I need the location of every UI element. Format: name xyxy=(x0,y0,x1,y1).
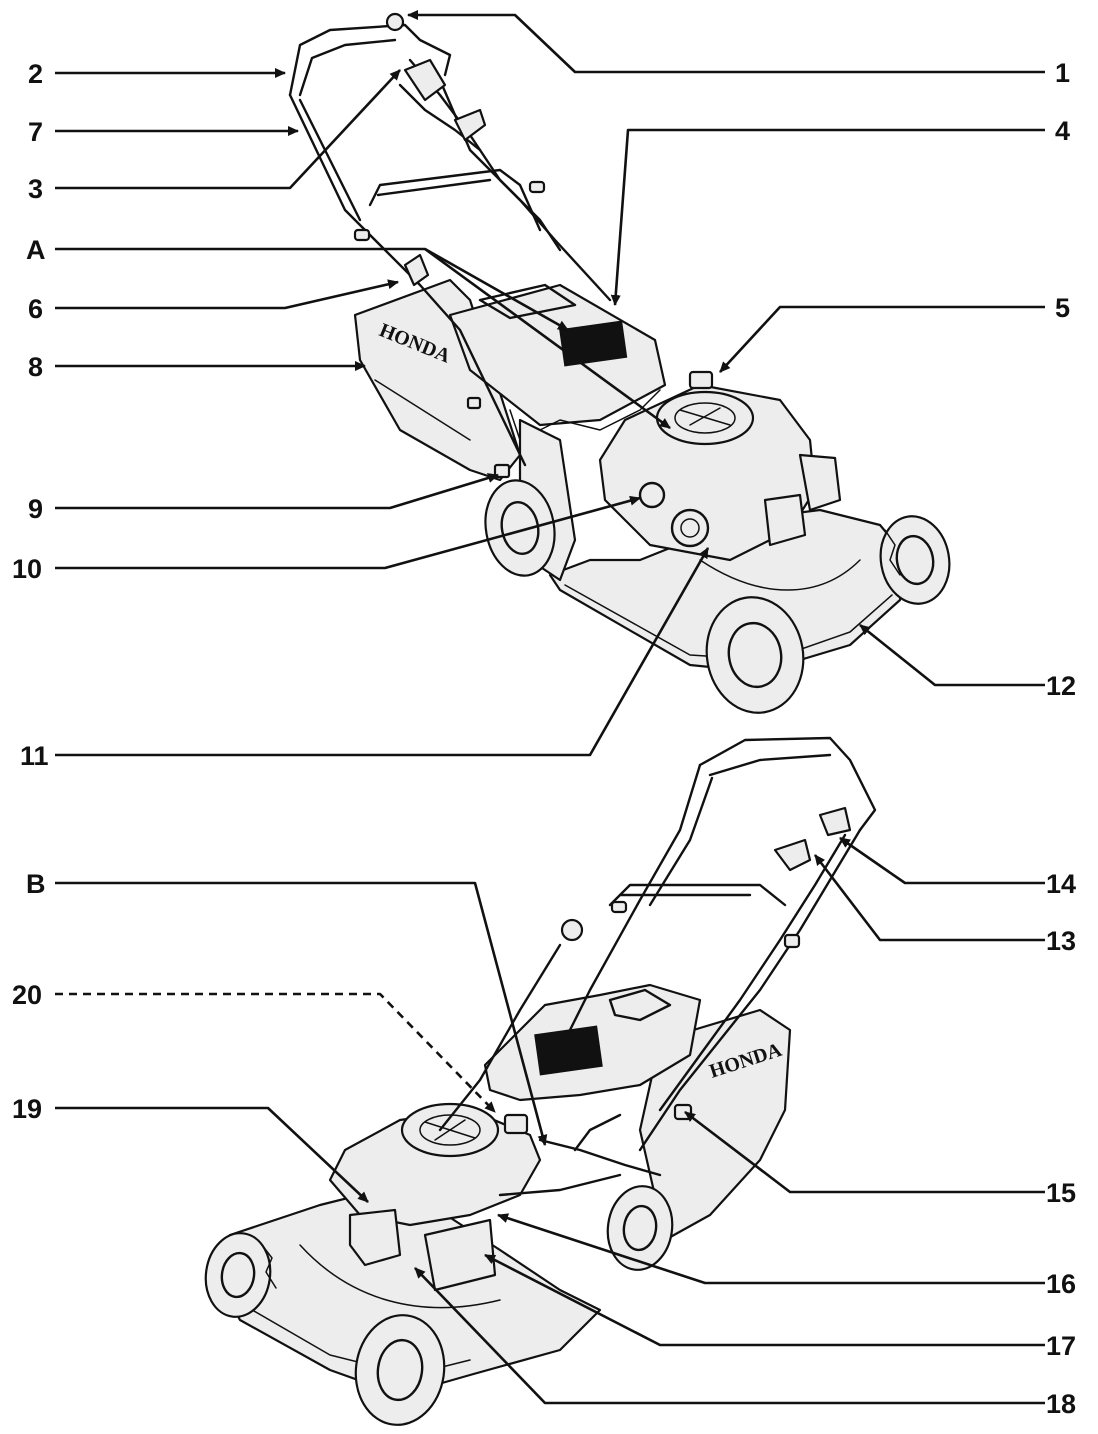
callout-labels: 2 7 3 A 6 8 9 10 11 B 20 19 1 4 5 12 14 … xyxy=(12,58,1076,1419)
callout-13: 13 xyxy=(1046,926,1076,956)
leader-18 xyxy=(414,1267,1045,1405)
leader-16 xyxy=(497,1213,1045,1285)
mower-bottom-illustration: HONDA xyxy=(204,736,877,1426)
leader-9 xyxy=(55,473,499,510)
fuel-cap-top xyxy=(688,370,714,390)
leader-11 xyxy=(55,547,710,757)
fuel-cap-bottom xyxy=(503,1113,529,1135)
leader-A2 xyxy=(424,247,671,430)
left-wheel-bottom xyxy=(204,1232,277,1318)
callout-9: 9 xyxy=(28,494,43,524)
leader-19 xyxy=(55,1106,369,1203)
leader-13 xyxy=(813,854,1045,942)
grass-bag-bottom xyxy=(638,1008,792,1242)
callout-18: 18 xyxy=(1046,1389,1076,1419)
callout-14: 14 xyxy=(1046,869,1076,899)
leader-5 xyxy=(719,305,1045,373)
leader-15 xyxy=(684,1110,1045,1194)
muffler xyxy=(423,1218,497,1292)
leader-B xyxy=(55,881,548,1146)
leader-6 xyxy=(55,279,399,310)
callout-B: B xyxy=(26,869,46,899)
mower-top-illustration: HONDA xyxy=(288,12,951,714)
leader-lines xyxy=(55,10,1045,1405)
callout-17: 17 xyxy=(1046,1331,1076,1361)
leader-14 xyxy=(839,836,1045,885)
callout-16: 16 xyxy=(1046,1269,1076,1299)
callout-A: A xyxy=(26,235,46,265)
handle-upper xyxy=(288,23,452,97)
callout-4: 4 xyxy=(1055,116,1070,146)
callout-12: 12 xyxy=(1046,671,1076,701)
callout-7: 7 xyxy=(28,117,43,147)
callout-5: 5 xyxy=(1055,293,1070,323)
callout-3: 3 xyxy=(28,174,43,204)
front-wheel-top xyxy=(705,596,805,714)
callout-6: 6 xyxy=(28,294,43,324)
callout-8: 8 xyxy=(28,352,43,382)
label-plate-a xyxy=(559,320,628,367)
leader-10 xyxy=(55,495,641,570)
callout-20: 20 xyxy=(12,980,42,1010)
rear-left-wheel-top xyxy=(484,479,556,577)
front-right-wheel-top xyxy=(879,515,951,605)
label-plate-b xyxy=(534,1025,603,1076)
leader-17 xyxy=(484,1253,1045,1347)
callout-2: 2 xyxy=(28,59,43,89)
rear-right-wheel-bottom xyxy=(606,1185,674,1271)
leader-20 xyxy=(55,992,496,1113)
leader-12 xyxy=(859,623,1045,687)
front-wheel-bottom xyxy=(354,1314,446,1426)
leader-1 xyxy=(407,10,1045,74)
callout-10: 10 xyxy=(12,554,42,584)
leader-4 xyxy=(610,128,1045,306)
callout-19: 19 xyxy=(12,1094,42,1124)
callout-11: 11 xyxy=(20,741,49,771)
air-cleaner xyxy=(348,1208,402,1267)
handle-bottom xyxy=(698,736,877,832)
callout-1: 1 xyxy=(1055,58,1070,88)
callout-15: 15 xyxy=(1046,1178,1076,1208)
bag-frame xyxy=(448,283,667,427)
leader-3 xyxy=(55,69,401,190)
